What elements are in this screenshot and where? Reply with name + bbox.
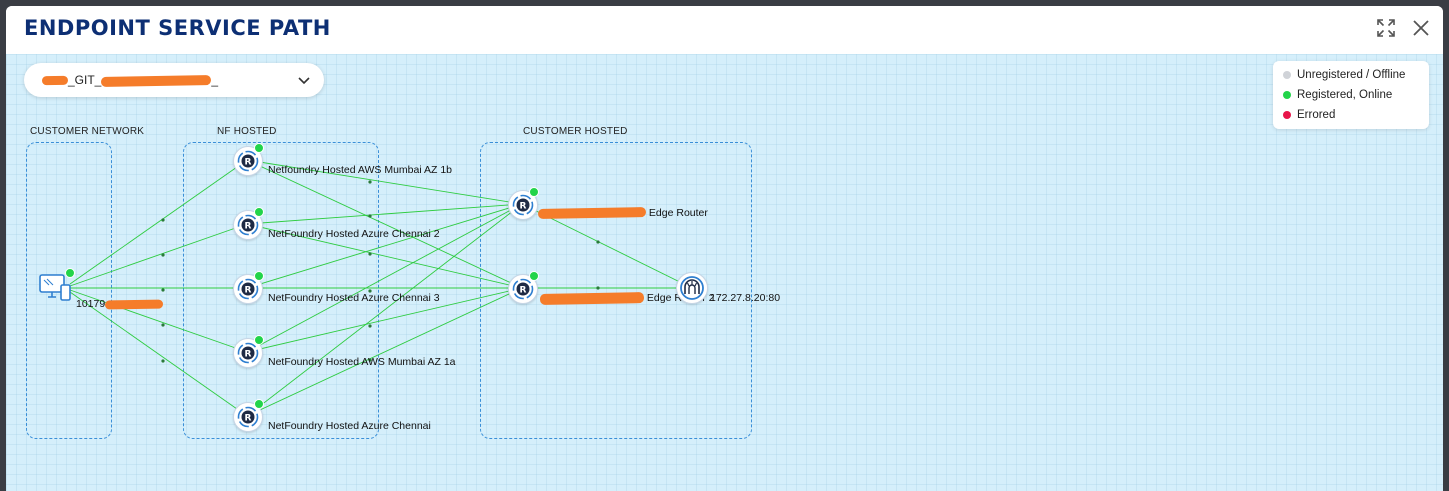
link-midpoint [161,253,165,257]
router-icon: R [237,150,259,172]
topology-canvas[interactable]: _GIT_ _ Unregistered / Offline Registered… [6,54,1443,491]
router-icon: R [512,278,534,300]
link-midpoint [596,240,600,244]
selector-suffix: _ [211,73,219,87]
endpoint-service-path-dialog: ENDPOINT SERVICE PATH _GIT_ _ [6,6,1443,491]
customer-router-node-2[interactable]: R [508,271,539,304]
legend-label: Unregistered / Offline [1297,69,1406,81]
group-customer-network [26,142,112,439]
router-icon: R [237,278,259,300]
dialog-title: ENDPOINT SERVICE PATH [24,16,331,40]
link [246,159,523,289]
legend-dot [1283,71,1291,79]
link [69,291,248,417]
link [246,287,523,353]
link [246,203,523,417]
link-midpoint [161,323,165,327]
link-midpoint [161,359,165,363]
service-tunnel-icon [680,276,704,300]
nf-router-label: NetFoundry Hosted Azure Chennai 2 [268,228,440,240]
customer-router-node-1[interactable]: R [508,187,539,220]
status-online-dot [254,207,264,217]
legend-item-online: Registered, Online [1283,89,1392,101]
svg-text:R: R [245,158,252,168]
link-midpoint [368,289,372,293]
svg-text:R: R [245,350,252,360]
status-online-dot [529,271,539,281]
group-customer-hosted [480,142,752,439]
svg-text:R: R [520,202,527,212]
endpoint-label-text: 10179 [76,298,106,310]
svg-text:R: R [520,286,527,296]
link-midpoint [368,324,372,328]
endpoint-label: 10179 [76,298,164,310]
service-path-links [69,159,693,417]
status-online-dot [254,399,264,409]
link [69,223,248,287]
legend-item-offline: Unregistered / Offline [1283,69,1405,81]
legend-dot [1283,111,1291,119]
service-label: 172.27.8.20:80 [710,292,781,304]
close-icon[interactable] [1409,16,1433,40]
svg-text:R: R [245,414,252,424]
nf-router-label: NetFoundry Hosted Azure Chennai [268,420,431,432]
legend-item-errored: Errored [1283,109,1335,121]
link [246,203,523,225]
nf-router-node-1[interactable]: R [233,143,264,176]
legend-label: Registered, Online [1297,89,1393,101]
svg-text:R: R [245,222,252,232]
redaction-mark [539,291,645,305]
group-label-customer-network: CUSTOMER NETWORK [30,126,145,137]
router-icon: R [512,194,534,216]
endpoint-selector-value: _GIT_ _ [41,73,219,87]
link-midpoint [161,288,165,292]
status-legend: Unregistered / Offline Registered, Onlin… [1273,61,1429,129]
endpoint-devices-icon[interactable] [39,268,75,306]
nf-router-label: NetFoundry Hosted Azure Chennai 3 [268,292,440,304]
link [246,203,523,289]
link-midpoint [368,252,372,256]
dialog-header: ENDPOINT SERVICE PATH [6,6,1443,54]
link [69,159,248,285]
link [246,287,523,417]
status-online-dot [254,271,264,281]
redaction-mark [105,299,164,310]
customer-router-label: Edge Router [537,207,708,220]
chevron-down-icon[interactable] [296,72,312,88]
nf-router-node-5[interactable]: R [233,399,264,432]
router-icon: R [237,342,259,364]
group-label-nf-hosted: NF HOSTED [217,126,277,137]
router-icon: R [237,214,259,236]
nf-router-node-2[interactable]: R [233,207,264,240]
nf-router-label: NetFoundry Hosted AWS Mumbai AZ 1a [268,356,456,368]
legend-dot [1283,91,1291,99]
nf-router-node-4[interactable]: R [233,335,264,368]
status-online-dot [65,268,75,278]
router-icon: R [237,406,259,428]
svg-text:R: R [245,286,252,296]
link [246,223,523,289]
link-midpoint [368,358,372,362]
expand-icon[interactable] [1374,16,1398,40]
nf-router-node-3[interactable]: R [233,271,264,304]
group-label-customer-hosted: CUSTOMER HOSTED [523,126,628,137]
link-midpoint [161,218,165,222]
status-online-dot [529,187,539,197]
link [246,159,523,205]
link-midpoint [368,214,372,218]
link-midpoint [596,286,600,290]
nf-router-label: Netfoundry Hosted AWS Mumbai AZ 1b [268,164,453,176]
customer-router-label-text: Edge Router [648,207,708,219]
status-online-dot [254,143,264,153]
selector-visible-text: _GIT_ [68,73,102,87]
endpoint-selector-dropdown[interactable]: _GIT_ _ [24,63,324,97]
group-nf-hosted [183,142,379,439]
link [69,289,248,353]
status-online-dot [254,335,264,345]
service-node[interactable] [676,272,708,304]
link-midpoint [368,180,372,184]
legend-label: Errored [1297,109,1336,121]
link [246,203,523,353]
redaction-mark [537,207,647,220]
